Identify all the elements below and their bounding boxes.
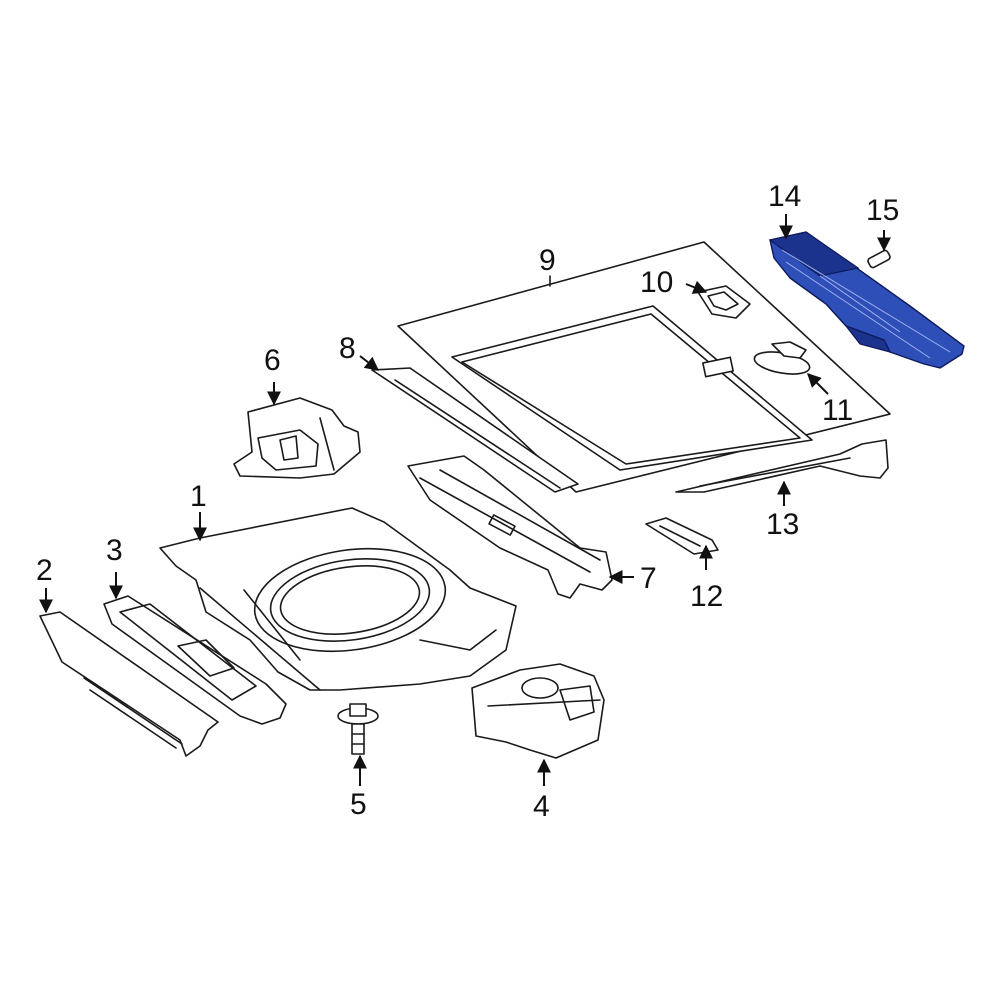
part-13-side-rail[interactable]	[675, 439, 889, 493]
callout-label-3: 3	[106, 534, 123, 567]
callout-arrows	[39, 214, 891, 786]
callout-label-2: 2	[36, 554, 53, 587]
part-15-cap[interactable]	[867, 249, 891, 269]
callout-label-12: 12	[690, 580, 723, 613]
part-5-bolt[interactable]	[337, 703, 379, 755]
callout-label-5: 5	[350, 788, 367, 821]
callout-label-14: 14	[768, 180, 801, 213]
arrow-8	[359, 355, 380, 371]
callout-label-10: 10	[640, 266, 673, 299]
part-7-bracket-rail[interactable]	[407, 455, 613, 599]
part-11-strap[interactable]	[753, 341, 812, 378]
callout-label-4: 4	[533, 790, 550, 823]
part-2-sill-panel[interactable]	[39, 611, 219, 757]
callout-label-9: 9	[539, 244, 556, 277]
part-14-cargo-panel[interactable]	[768, 231, 965, 369]
part-9-load-floor[interactable]	[397, 241, 891, 493]
part-1-spare-tub[interactable]	[159, 507, 517, 691]
part-4-foam-organizer[interactable]	[471, 663, 605, 759]
arrow-11	[807, 373, 829, 395]
callout-label-11: 11	[822, 394, 853, 427]
callout-label-13: 13	[766, 508, 799, 541]
part-3-storage-tray[interactable]	[103, 595, 287, 725]
callout-label-7: 7	[640, 562, 657, 595]
callout-label-15: 15	[866, 194, 899, 227]
callout-labels: 1 2 3 4 5 6 7 8 9 10 11 12 13 14 15	[36, 180, 899, 823]
part-10-handle[interactable]	[697, 285, 751, 319]
arrow-10	[685, 280, 708, 294]
callout-label-8: 8	[339, 332, 356, 365]
part-12-clip[interactable]	[645, 517, 719, 555]
callout-label-6: 6	[264, 344, 281, 377]
callout-label-1: 1	[190, 480, 207, 513]
part-8-trim-strip[interactable]	[371, 367, 579, 493]
part-6-bracket[interactable]	[233, 397, 361, 479]
